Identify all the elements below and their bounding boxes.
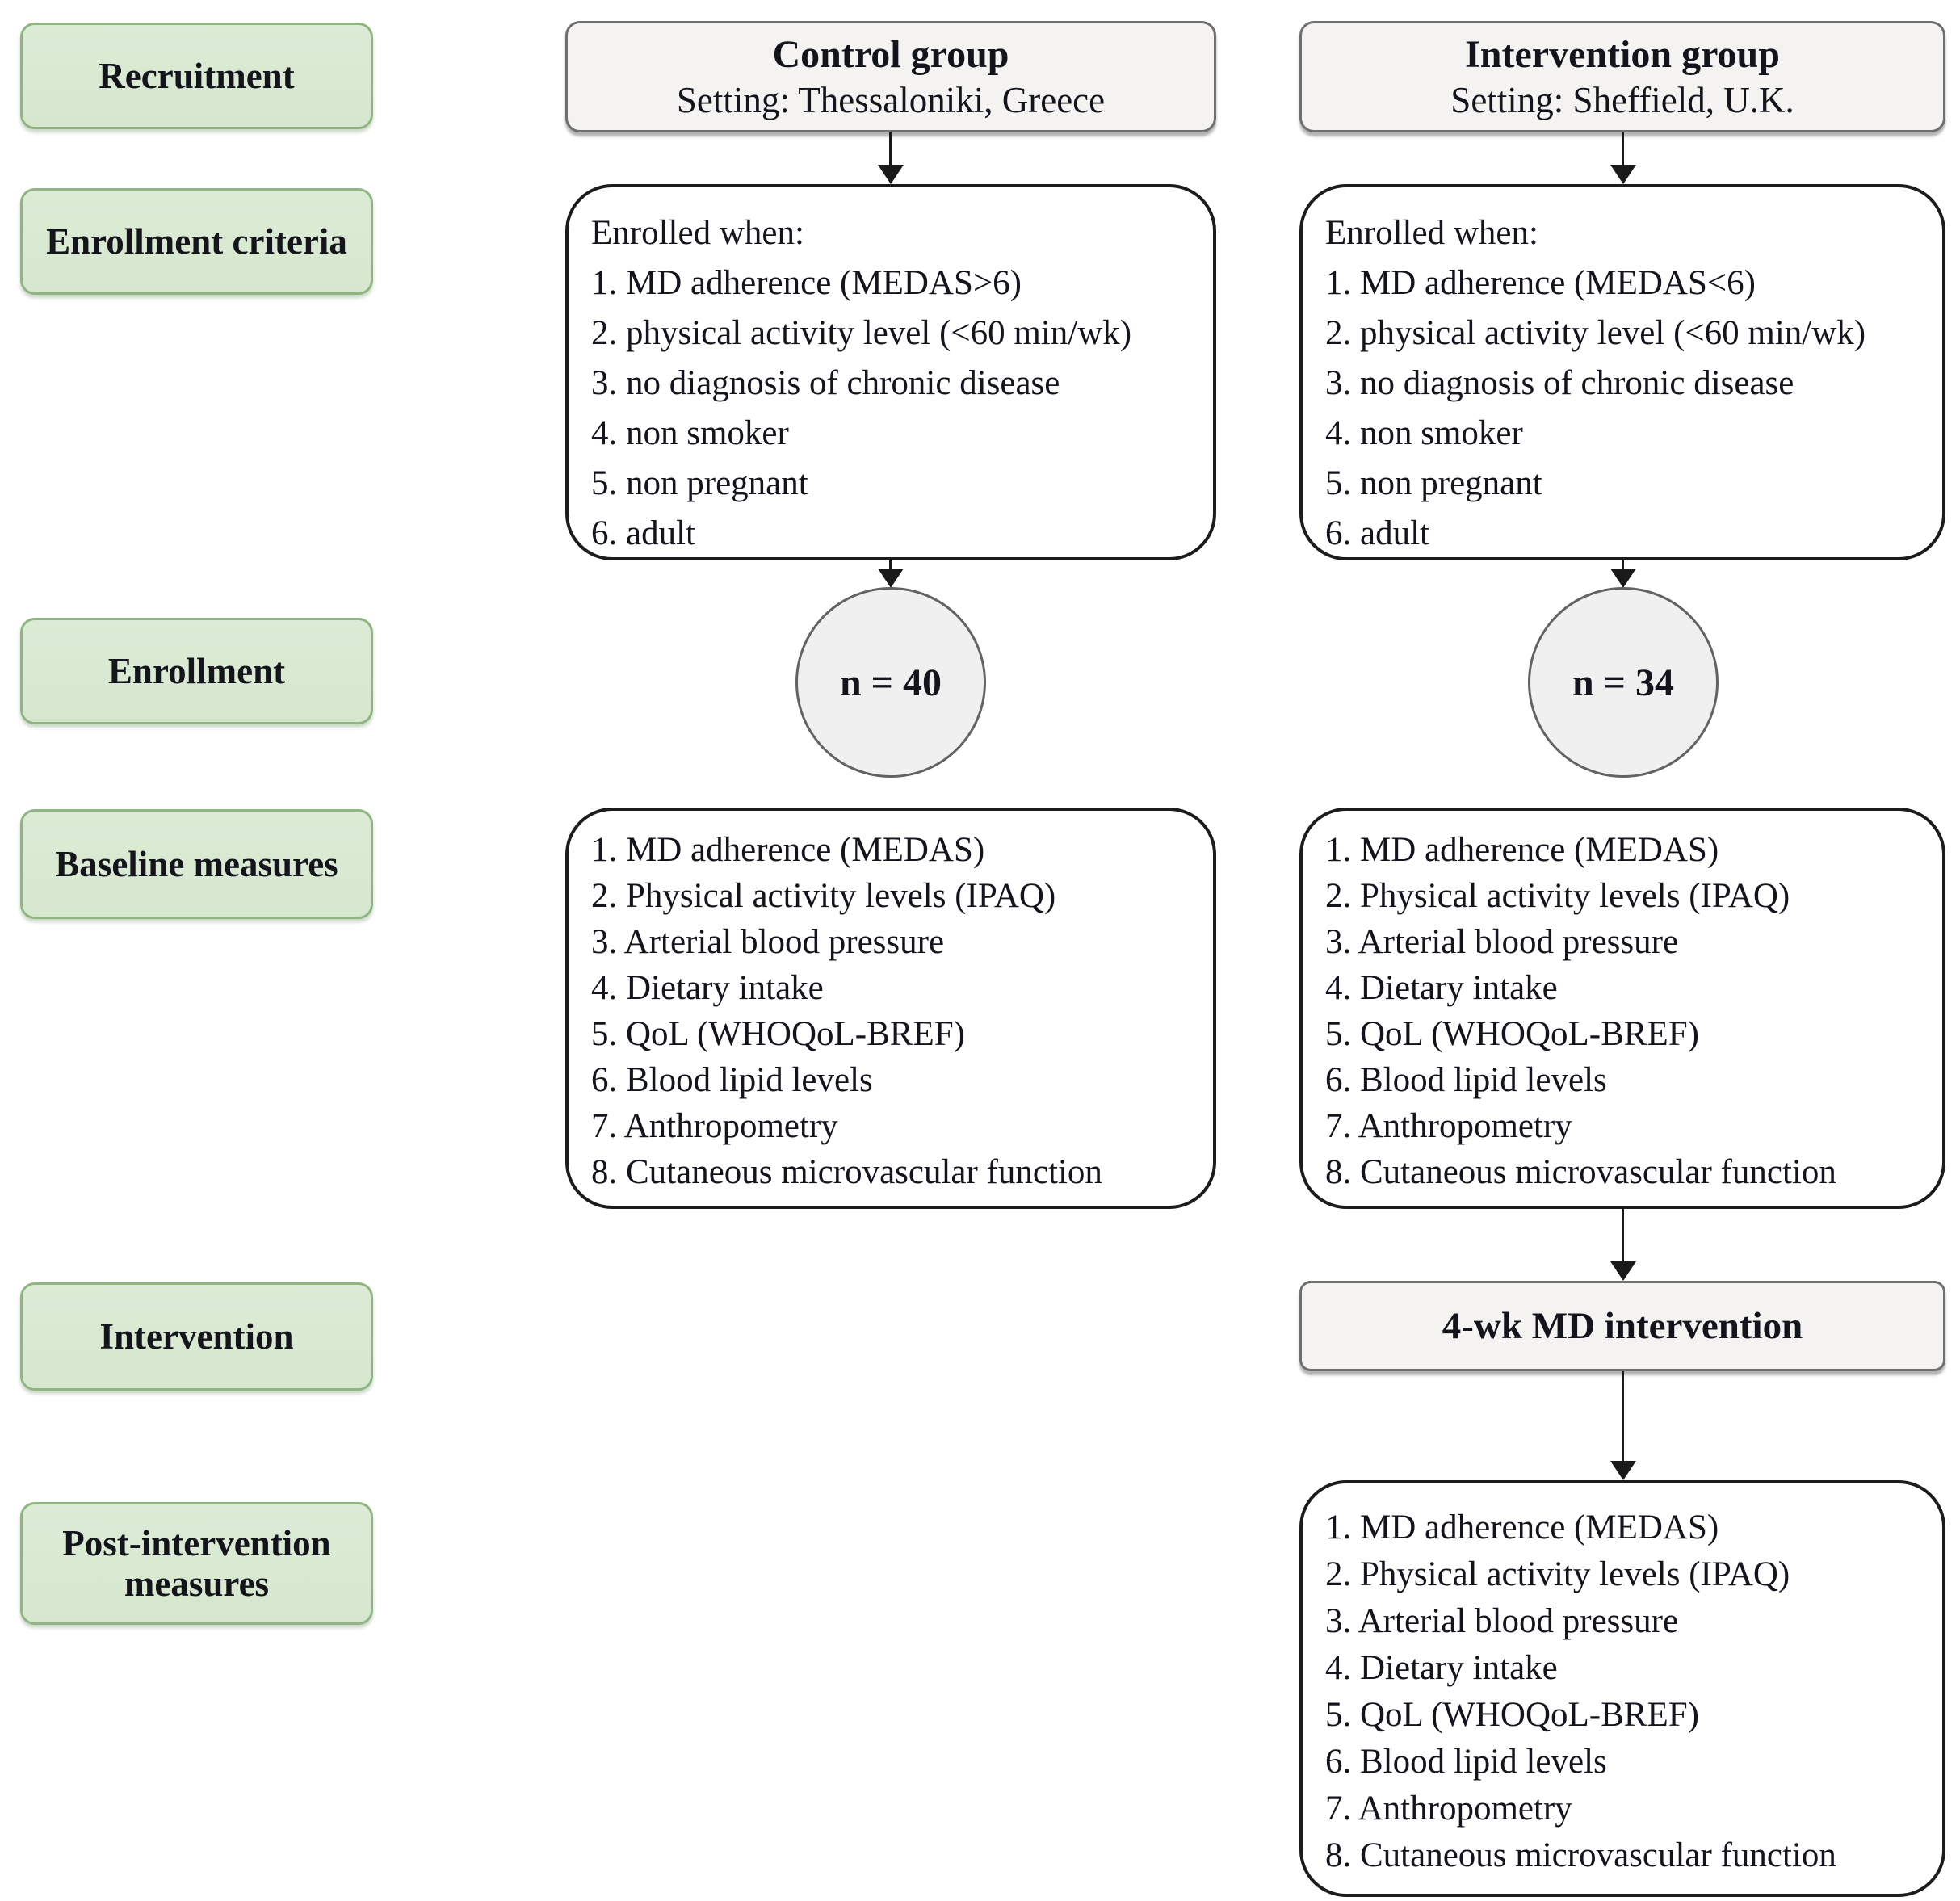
- list-item: 1. MD adherence (MEDAS): [1325, 831, 1719, 869]
- arrow-control-criteria-to-enrollment: [889, 560, 892, 569]
- list-item: 7. Anthropometry: [591, 1107, 838, 1145]
- list-item: 1. MD adherence (MEDAS<6): [1325, 264, 1756, 302]
- list-item: 3. no diagnosis of chronic disease: [1325, 364, 1794, 402]
- md-intervention-label: 4-wk MD intervention: [1442, 1305, 1803, 1347]
- list-item: 6. Blood lipid levels: [1325, 1061, 1607, 1099]
- arrow-control-header-to-criteria: [889, 132, 892, 165]
- post-intervention-measures-list: 1. MD adherence (MEDAS) 2. Physical activ…: [1325, 1504, 1921, 1879]
- control-baseline-measures-box: 1. MD adherence (MEDAS) 2. Physical activ…: [565, 808, 1216, 1209]
- list-item: 1. MD adherence (MEDAS): [591, 831, 985, 869]
- intervention-baseline-measures-list: 1. MD adherence (MEDAS) 2. Physical activ…: [1325, 827, 1921, 1195]
- control-group-setting: Setting: Thessaloniki, Greece: [676, 79, 1106, 120]
- list-item: 5. non pregnant: [1325, 464, 1542, 502]
- list-item: 2. Physical activity levels (IPAQ): [591, 877, 1056, 915]
- list-item: 3. Arterial blood pressure: [591, 923, 945, 961]
- intervention-enrollment-circle: n = 34: [1528, 587, 1719, 778]
- list-item: 2. Physical activity levels (IPAQ): [1325, 877, 1790, 915]
- stage-label-recruitment: Recruitment: [20, 23, 373, 129]
- list-item: 6. Blood lipid levels: [591, 1061, 873, 1099]
- arrow-baseline-to-md-intervention: [1622, 1209, 1624, 1261]
- list-item: 4. Dietary intake: [1325, 1649, 1558, 1687]
- stage-label-post-intervention-measures: Post-intervention measures: [20, 1502, 373, 1625]
- list-item: 5. QoL (WHOQoL-BREF): [591, 1015, 965, 1053]
- list-item: 6. Blood lipid levels: [1325, 1743, 1607, 1781]
- list-item: 6. adult: [591, 514, 695, 552]
- list-item: 7. Anthropometry: [1325, 1107, 1572, 1145]
- md-intervention-box: 4-wk MD intervention: [1299, 1281, 1945, 1371]
- stage-label-baseline-measures: Baseline measures: [20, 809, 373, 919]
- list-item: 4. Dietary intake: [1325, 969, 1558, 1007]
- post-intervention-measures-box: 1. MD adherence (MEDAS) 2. Physical activ…: [1299, 1480, 1945, 1897]
- list-item: 3. Arterial blood pressure: [1325, 923, 1679, 961]
- list-item: 2. physical activity level (<60 min/wk): [591, 314, 1132, 352]
- intervention-group-header: Intervention group Setting: Sheffield, U…: [1299, 21, 1945, 132]
- list-item: 4. Dietary intake: [591, 969, 824, 1007]
- list-item: 6. adult: [1325, 514, 1429, 552]
- intervention-enrollment-criteria-box: Enrolled when: 1. MD adherence (MEDAS<6)…: [1299, 184, 1945, 560]
- intervention-group-setting: Setting: Sheffield, U.K.: [1450, 79, 1794, 120]
- list-item: 4. non smoker: [1325, 414, 1523, 452]
- stage-label-enrollment-criteria: Enrollment criteria: [20, 188, 373, 295]
- list-item: 7. Anthropometry: [1325, 1790, 1572, 1828]
- list-item: 1. MD adherence (MEDAS>6): [591, 264, 1022, 302]
- control-enrollment-criteria-box: Enrolled when: 1. MD adherence (MEDAS>6)…: [565, 184, 1216, 560]
- list-item: 5. QoL (WHOQoL-BREF): [1325, 1015, 1699, 1053]
- control-group-header: Control group Setting: Thessaloniki, Gre…: [565, 21, 1216, 132]
- enrolled-when-heading: Enrolled when:: [1325, 214, 1538, 252]
- list-item: 8. Cutaneous microvascular function: [591, 1153, 1102, 1191]
- arrow-md-intervention-to-post-measures: [1622, 1371, 1624, 1461]
- stage-label-intervention: Intervention: [20, 1282, 373, 1391]
- arrow-intervention-criteria-to-enrollment: [1622, 560, 1624, 569]
- intervention-enrollment-criteria-list: 1. MD adherence (MEDAS<6) 2. physical act…: [1325, 258, 1921, 559]
- list-item: 5. non pregnant: [591, 464, 808, 502]
- list-item: 3. Arterial blood pressure: [1325, 1602, 1679, 1640]
- list-item: 1. MD adherence (MEDAS): [1325, 1509, 1719, 1546]
- enrolled-when-heading: Enrolled when:: [591, 214, 804, 252]
- stage-label-enrollment: Enrollment: [20, 618, 373, 724]
- control-enrollment-criteria-list: 1. MD adherence (MEDAS>6) 2. physical act…: [591, 258, 1192, 559]
- list-item: 4. non smoker: [591, 414, 789, 452]
- intervention-enrollment-n: n = 34: [1572, 661, 1675, 704]
- arrow-intervention-header-to-criteria: [1622, 132, 1624, 165]
- control-group-title: Control group: [772, 33, 1009, 77]
- control-enrollment-circle: n = 40: [795, 587, 986, 778]
- control-enrollment-n: n = 40: [839, 661, 942, 704]
- list-item: 8. Cutaneous microvascular function: [1325, 1836, 1836, 1874]
- list-item: 2. Physical activity levels (IPAQ): [1325, 1555, 1790, 1593]
- intervention-group-title: Intervention group: [1465, 33, 1780, 77]
- list-item: 3. no diagnosis of chronic disease: [591, 364, 1060, 402]
- list-item: 5. QoL (WHOQoL-BREF): [1325, 1696, 1699, 1734]
- intervention-baseline-measures-box: 1. MD adherence (MEDAS) 2. Physical activ…: [1299, 808, 1945, 1209]
- list-item: 2. physical activity level (<60 min/wk): [1325, 314, 1866, 352]
- list-item: 8. Cutaneous microvascular function: [1325, 1153, 1836, 1191]
- control-baseline-measures-list: 1. MD adherence (MEDAS) 2. Physical activ…: [591, 827, 1192, 1195]
